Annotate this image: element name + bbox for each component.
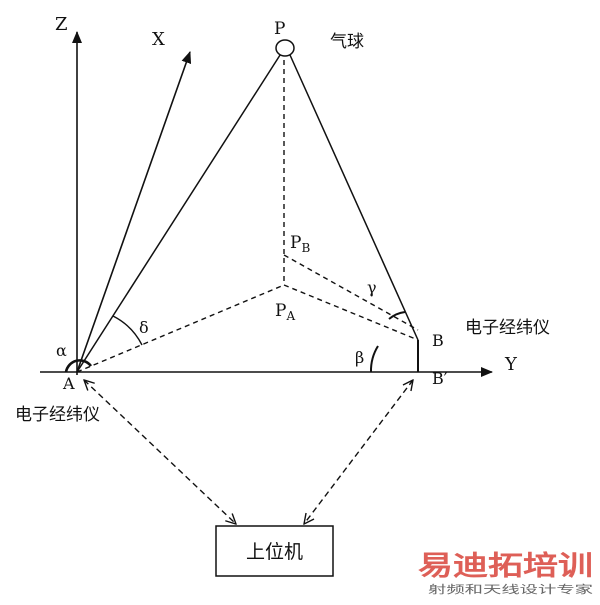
host-computer-box	[215, 525, 334, 577]
point-b-label: B	[432, 331, 444, 350]
y-axis-label: Y	[504, 354, 518, 375]
theodolite-left-label: 电子经纬仪	[15, 405, 100, 425]
dashed-pa-to-b	[283, 284, 419, 341]
host-computer-label: 上位机	[246, 541, 303, 563]
point-a-label: A	[62, 374, 75, 393]
point-p-label: P	[274, 19, 285, 39]
link-b-host	[304, 380, 413, 524]
dashed-a-to-pa	[76, 284, 285, 373]
line-b-to-p	[289, 54, 419, 341]
link-a-host	[84, 380, 236, 524]
dashed-pb-to-b	[283, 254, 419, 331]
line-a-to-p	[76, 51, 283, 373]
z-axis-label: Z	[55, 14, 68, 35]
point-pb-label: PB	[290, 233, 310, 255]
x-axis	[76, 51, 192, 373]
angle-alpha-label: α	[56, 341, 67, 360]
point-b-prime-label: B′	[432, 369, 448, 388]
balloon-label: 气球	[330, 32, 364, 52]
angle-delta-label: δ	[139, 318, 149, 337]
angle-arc-alpha	[64, 359, 93, 373]
watermark-logo-text: 易迪拓培训	[418, 551, 593, 582]
angle-arc-beta	[369, 345, 379, 373]
balloon-icon	[275, 39, 295, 57]
x-axis-label: X	[152, 29, 165, 50]
angle-arc-delta	[112, 315, 143, 346]
theodolite-right-label: 电子经纬仪	[465, 318, 550, 338]
angle-beta-label: β	[355, 348, 364, 367]
point-pa-label: PA	[275, 301, 295, 323]
watermark-subtitle: 射频和天线设计专家	[428, 582, 593, 596]
angle-gamma-label: γ	[367, 278, 377, 297]
angle-arc-gamma	[388, 311, 406, 320]
